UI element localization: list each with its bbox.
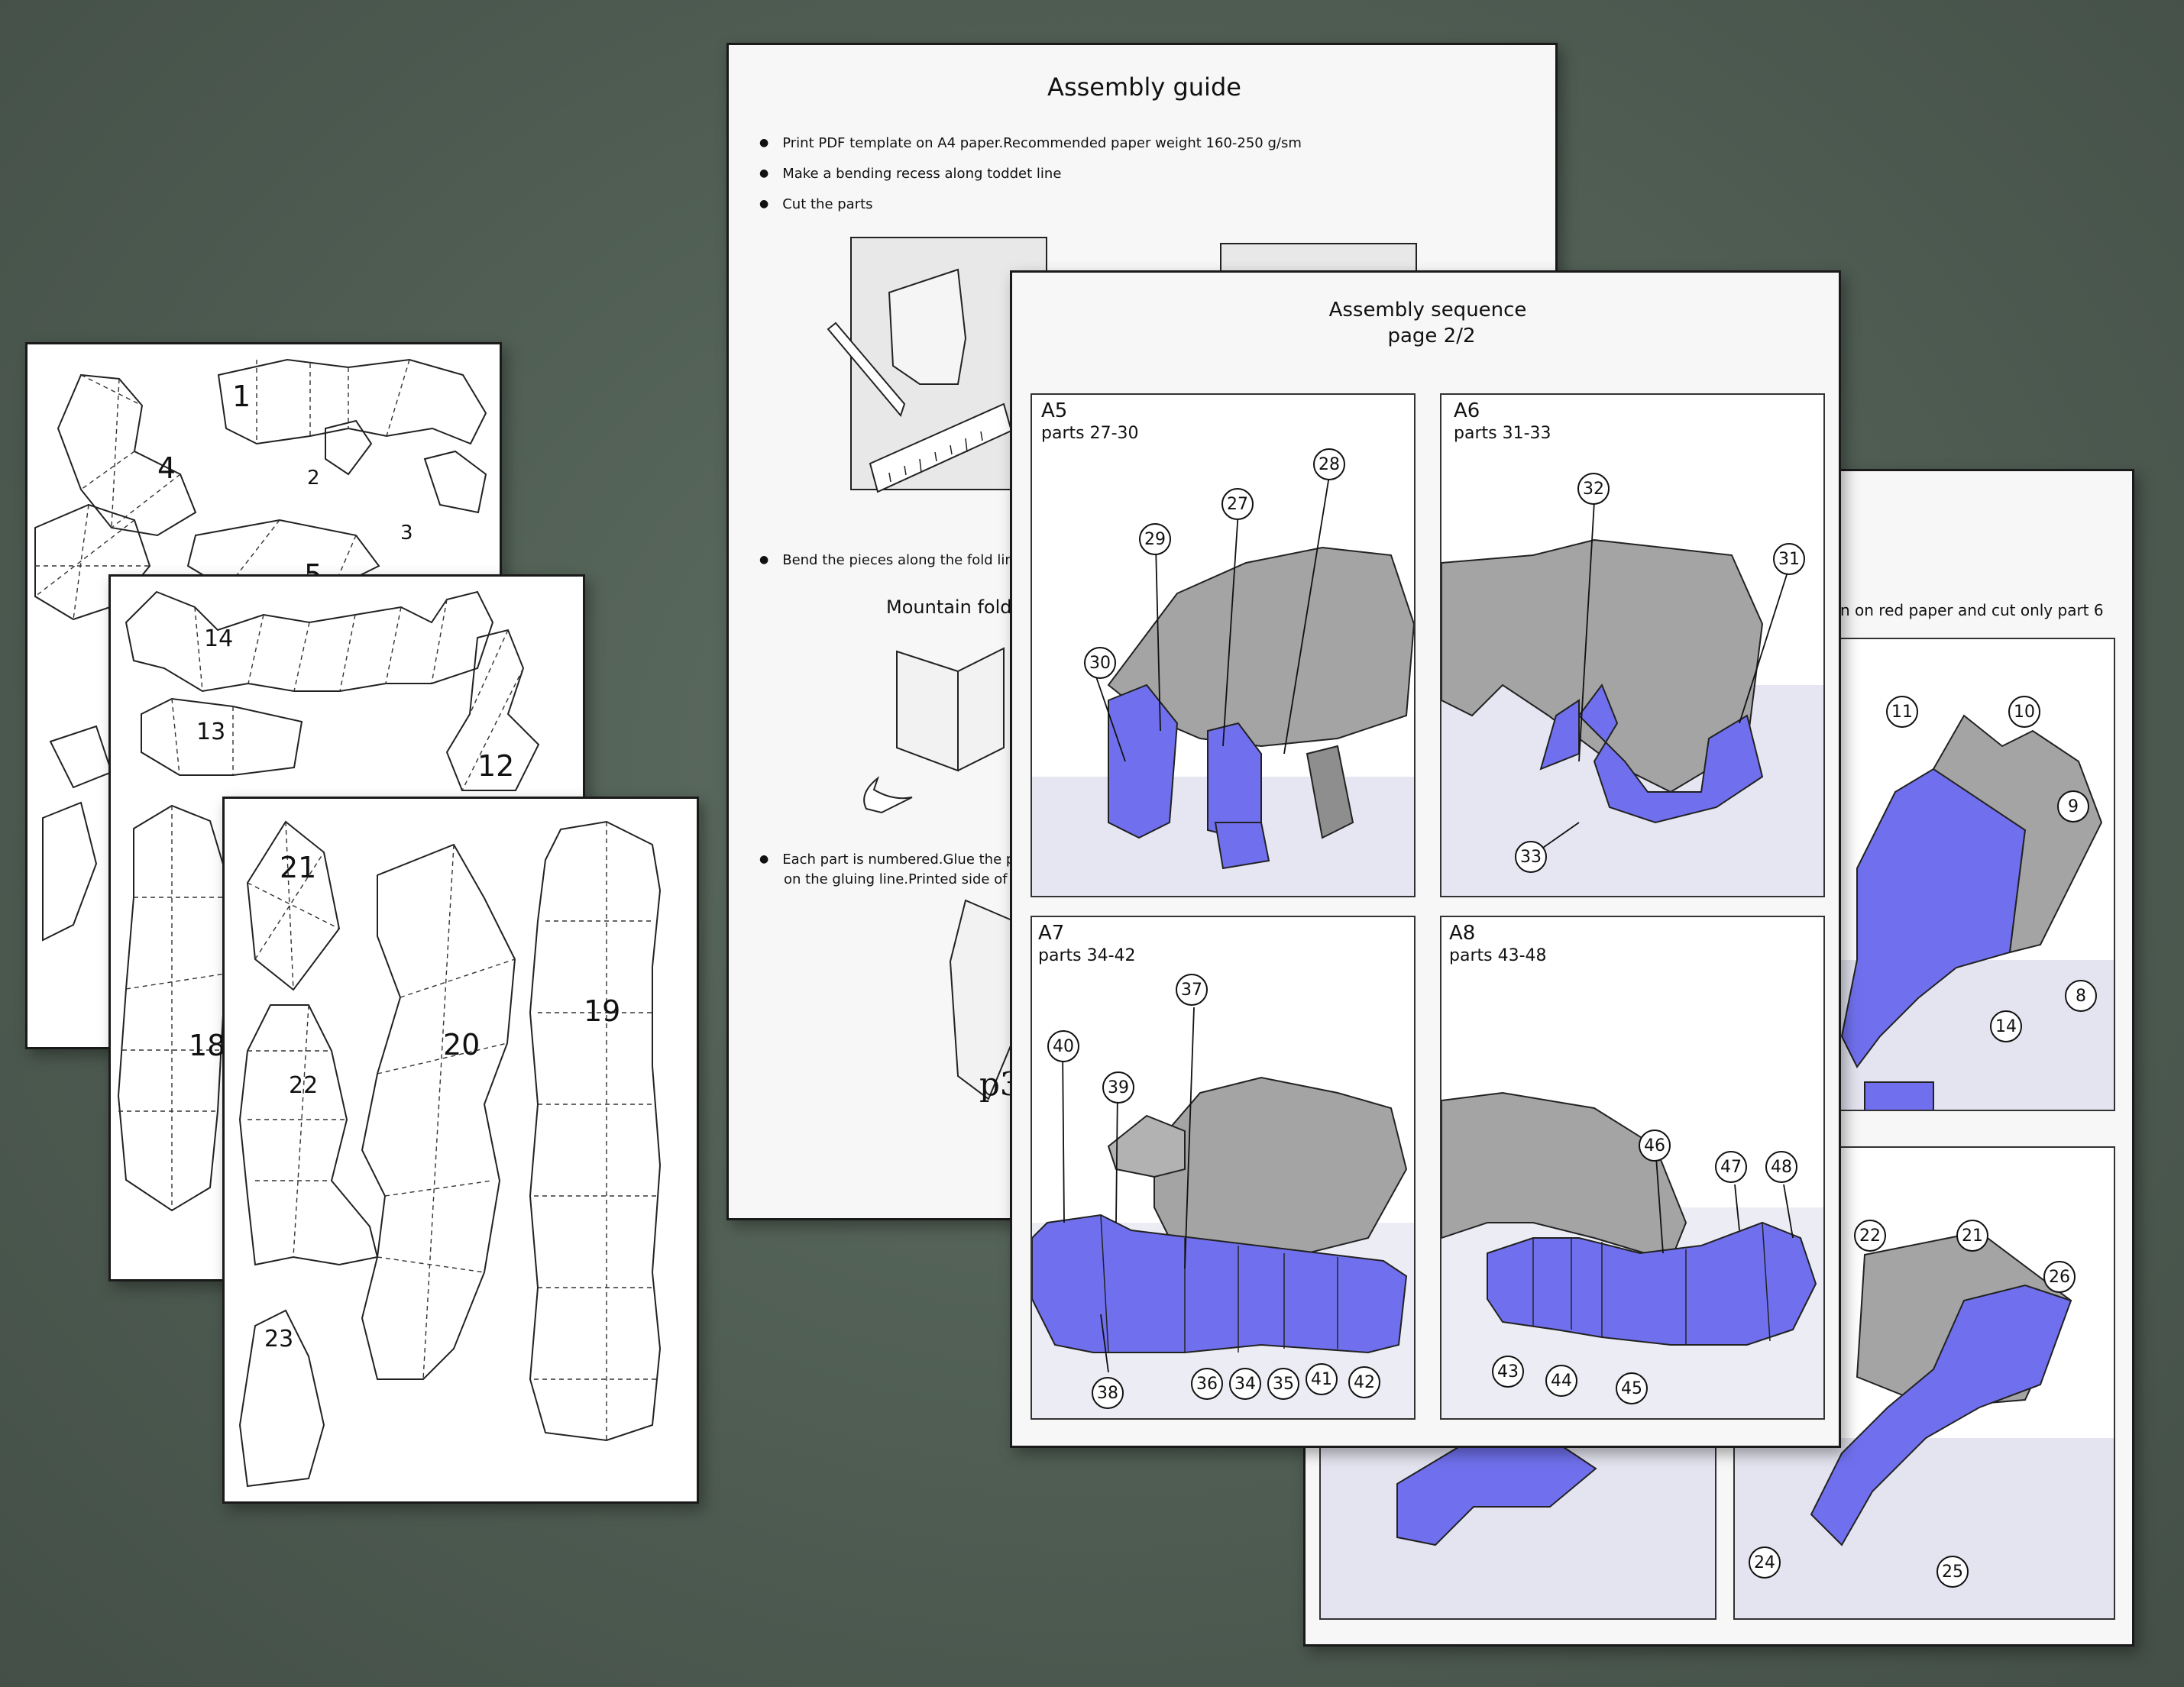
- callout-39: 39: [1102, 1071, 1134, 1104]
- callout-30: 30: [1084, 647, 1116, 679]
- guide-glue-text-2: on the gluing line.Printed side of th: [784, 871, 1026, 887]
- red-paper-note: n on red paper and cut only part 6: [1840, 601, 2104, 619]
- part-number-4: 4: [157, 451, 176, 485]
- callout-8: 8: [2065, 980, 2097, 1012]
- panel-a8-parts: parts 43-48: [1449, 946, 1547, 965]
- panel-a6-id: A6: [1454, 399, 1480, 422]
- callout-37: 37: [1176, 974, 1208, 1006]
- callout-9: 9: [2057, 790, 2089, 822]
- part-number-14: 14: [204, 625, 234, 652]
- guide-bullet-1: Print PDF template on A4 paper.Recommend…: [759, 135, 1302, 151]
- callout-29: 29: [1139, 523, 1171, 555]
- panel-a7-id: A7: [1038, 922, 1065, 945]
- guide-bend-text: Bend the pieces along the fold line: [759, 552, 1022, 568]
- callout-48: 48: [1765, 1151, 1797, 1183]
- panel-a7-parts: parts 34-42: [1038, 946, 1136, 965]
- guide-title: Assembly guide: [1047, 73, 1241, 102]
- callout-32: 32: [1577, 473, 1610, 505]
- callout-10: 10: [2008, 696, 2040, 728]
- callout-36: 36: [1191, 1368, 1223, 1400]
- callout-25: 25: [1936, 1556, 1969, 1588]
- callout-24: 24: [1749, 1546, 1781, 1579]
- callout-47: 47: [1715, 1151, 1747, 1183]
- callout-14: 14: [1990, 1010, 2022, 1042]
- callout-34: 34: [1229, 1368, 1261, 1400]
- papercraft-parts-outline: [238, 820, 662, 1488]
- panel-a7: [1031, 916, 1416, 1420]
- callout-33: 33: [1515, 841, 1547, 873]
- part-number-13: 13: [196, 719, 226, 745]
- panel-a5-parts: parts 27-30: [1041, 424, 1139, 443]
- panel-a5: [1031, 393, 1416, 897]
- template-sheet-front: 21 22 23 20 19: [222, 797, 699, 1504]
- part-number-22: 22: [289, 1072, 319, 1099]
- callout-35: 35: [1267, 1368, 1299, 1400]
- part-number-21: 21: [280, 851, 317, 884]
- callout-27: 27: [1221, 488, 1254, 520]
- callout-22: 22: [1854, 1220, 1886, 1252]
- callout-44: 44: [1545, 1365, 1577, 1397]
- panel-a6-parts: parts 31-33: [1454, 424, 1551, 443]
- papercraft-parts-outline: [117, 590, 540, 1212]
- part-number-12: 12: [477, 749, 515, 783]
- callout-45: 45: [1616, 1372, 1648, 1404]
- right-panel-top: [1810, 638, 2115, 1111]
- mountain-fold-label: Mountain fold: [886, 596, 1012, 618]
- panel-a6: [1440, 393, 1825, 897]
- callout-43: 43: [1492, 1356, 1524, 1388]
- callout-21: 21: [1956, 1220, 1988, 1252]
- part-number-23: 23: [264, 1326, 294, 1353]
- sequence-title: Assembly sequence: [1328, 299, 1527, 322]
- callout-11: 11: [1886, 696, 1918, 728]
- panel-a8: [1440, 916, 1825, 1420]
- part-number-2: 2: [307, 467, 320, 490]
- panel-a8-id: A8: [1449, 922, 1476, 945]
- callout-42: 42: [1348, 1366, 1380, 1398]
- part-number-3: 3: [400, 522, 413, 545]
- callout-38: 38: [1092, 1377, 1124, 1409]
- part-number-20: 20: [443, 1028, 480, 1062]
- part-number-1: 1: [232, 380, 251, 413]
- callout-28: 28: [1313, 448, 1345, 480]
- guide-bullet-2: Make a bending recess along toddet line: [759, 166, 1061, 182]
- callout-26: 26: [2043, 1261, 2076, 1293]
- panel-a5-id: A5: [1041, 399, 1068, 422]
- guide-bullet-3: Cut the parts: [759, 196, 872, 212]
- callout-40: 40: [1047, 1030, 1079, 1062]
- callout-41: 41: [1306, 1363, 1338, 1395]
- callout-31: 31: [1773, 543, 1805, 575]
- assembly-sequence-sheet: Assembly sequence page 2/2 30 29 27 28 A…: [1010, 270, 1841, 1448]
- callout-46: 46: [1639, 1130, 1671, 1162]
- sequence-subtitle: page 2/2: [1387, 325, 1476, 347]
- part-number-18: 18: [189, 1029, 226, 1062]
- papercraft-parts-outline: [34, 358, 487, 942]
- guide-glue-text: Each part is numbered.Glue the pa: [759, 852, 1023, 868]
- part-number-19: 19: [584, 994, 621, 1028]
